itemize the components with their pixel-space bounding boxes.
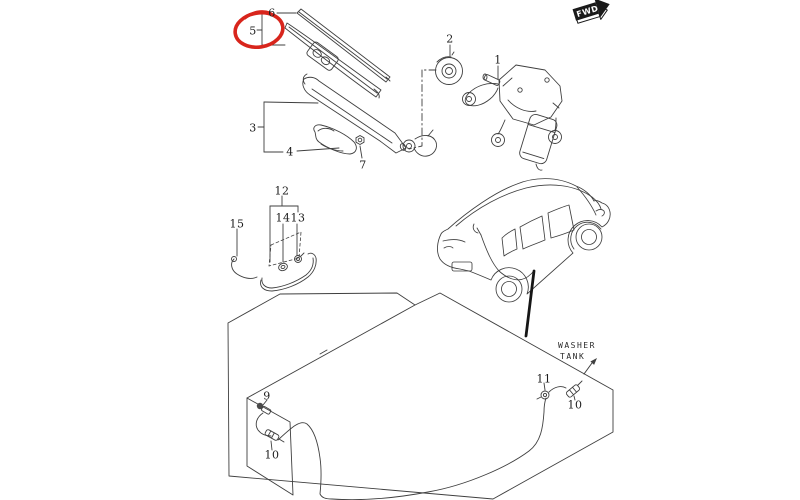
washer-tank-note-line2: TANK	[560, 352, 586, 361]
callout-part-1: 1	[494, 53, 502, 67]
fwd-flag: FWD	[572, 0, 610, 24]
floor-hose-drawing	[255, 380, 583, 500]
bold-hose-line	[524, 269, 536, 338]
callout-part-7: 7	[359, 158, 367, 172]
callout-part-5: 5	[249, 24, 257, 38]
highlight-ellipse	[233, 10, 285, 50]
floor-panel-outline	[227, 292, 614, 500]
callout-part-11: 11	[536, 372, 552, 386]
wiper-motor-drawing	[462, 64, 563, 171]
wiper-blade-drawing	[284, 22, 382, 99]
car-drawing	[437, 178, 611, 338]
wiper-refill-drawing	[296, 8, 391, 83]
callout-leaders-blade	[256, 12, 297, 46]
callout-part-13: 13	[290, 211, 306, 225]
rear-hose-drawing	[231, 195, 317, 292]
callout-part-10-left: 10	[264, 448, 280, 462]
callout-part-10-right: 10	[567, 398, 583, 412]
callout-part-6: 6	[268, 6, 276, 20]
callout-part-2: 2	[446, 32, 454, 46]
callout-part-15: 15	[229, 217, 245, 231]
grommet-drawing	[408, 44, 463, 150]
callout-part-4: 4	[286, 145, 294, 159]
callout-leaders-arm	[257, 101, 363, 159]
callout-part-12: 12	[274, 184, 290, 198]
washer-tank-arrow	[583, 358, 597, 375]
diagram-linework: FWD	[227, 0, 614, 500]
callout-part-9: 9	[263, 389, 271, 403]
callout-part-14: 14	[275, 211, 291, 225]
callout-part-3: 3	[249, 121, 257, 135]
washer-tank-note-line1: WASHER	[558, 341, 596, 350]
wiper-arm-drawing	[302, 73, 437, 157]
washer-tank-note: WASHER TANK	[558, 340, 596, 362]
